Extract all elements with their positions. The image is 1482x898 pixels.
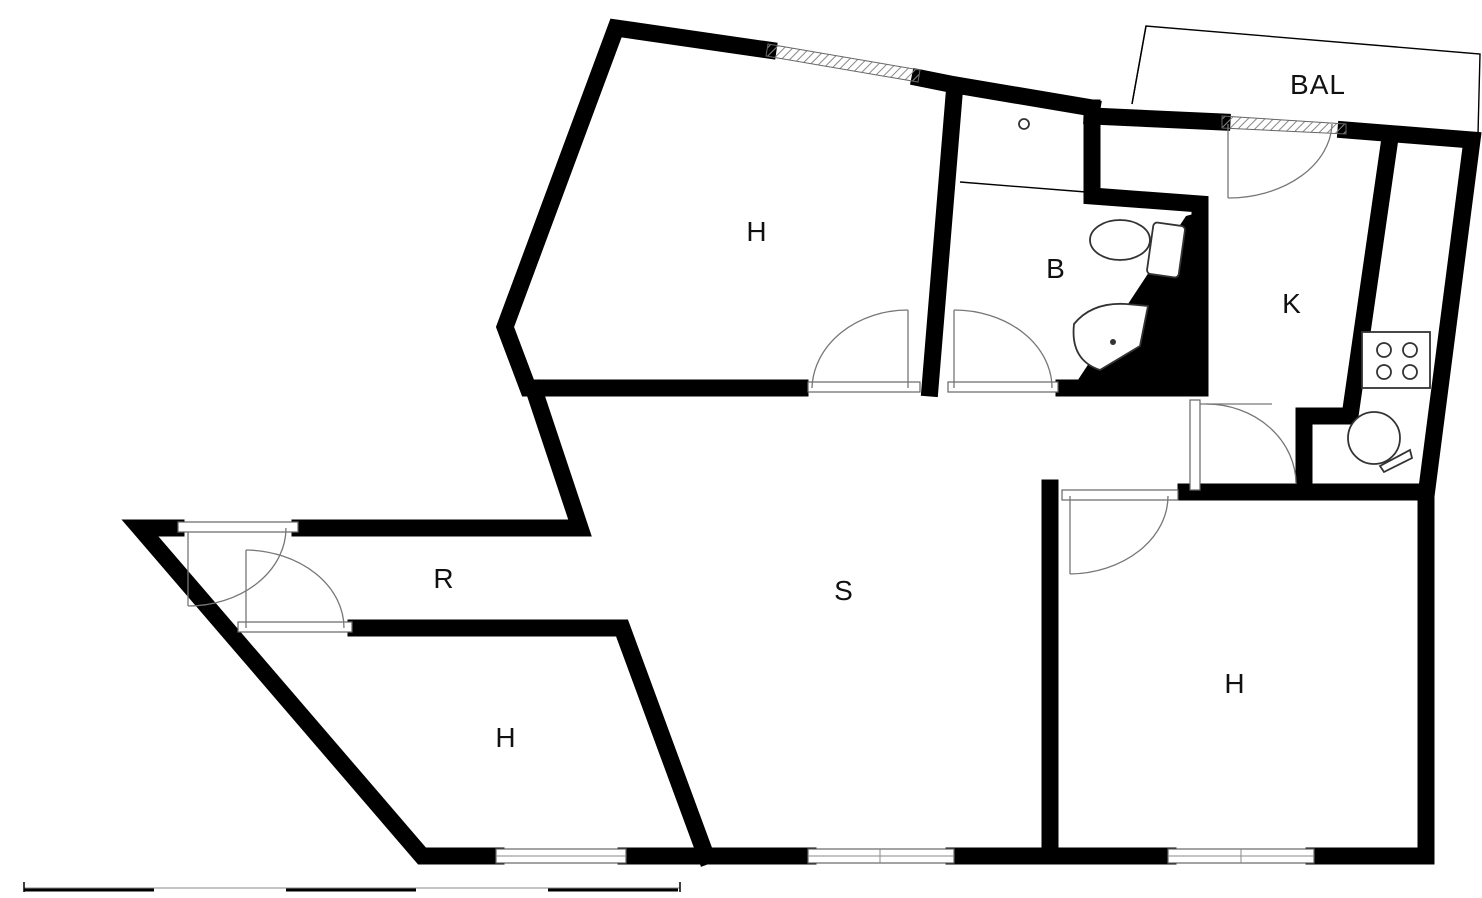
room-label-balcony: BAL [1290,69,1346,100]
toilet-icon [1089,219,1186,279]
room-label-bedroom-bottom-left: H [495,722,516,753]
scale-bar-icon [23,882,681,892]
room-label-bathroom: B [1046,253,1066,284]
balcony [1131,25,1481,135]
walls [121,18,1482,867]
room-label-bedroom-top: H [746,216,767,247]
room-label-living: S [834,575,854,606]
floor-drain-icon [1018,118,1030,130]
door-swing-icon [177,123,1333,633]
room-label-hall: R [433,563,454,594]
round-table-icon [1347,411,1414,474]
window-icon [495,43,1347,864]
room-label-bedroom-right: H [1224,668,1245,699]
room-label-kitchen: K [1282,288,1302,319]
stove-icon [1361,331,1431,389]
sink-icon [1072,302,1150,371]
partition-line [959,181,1087,193]
